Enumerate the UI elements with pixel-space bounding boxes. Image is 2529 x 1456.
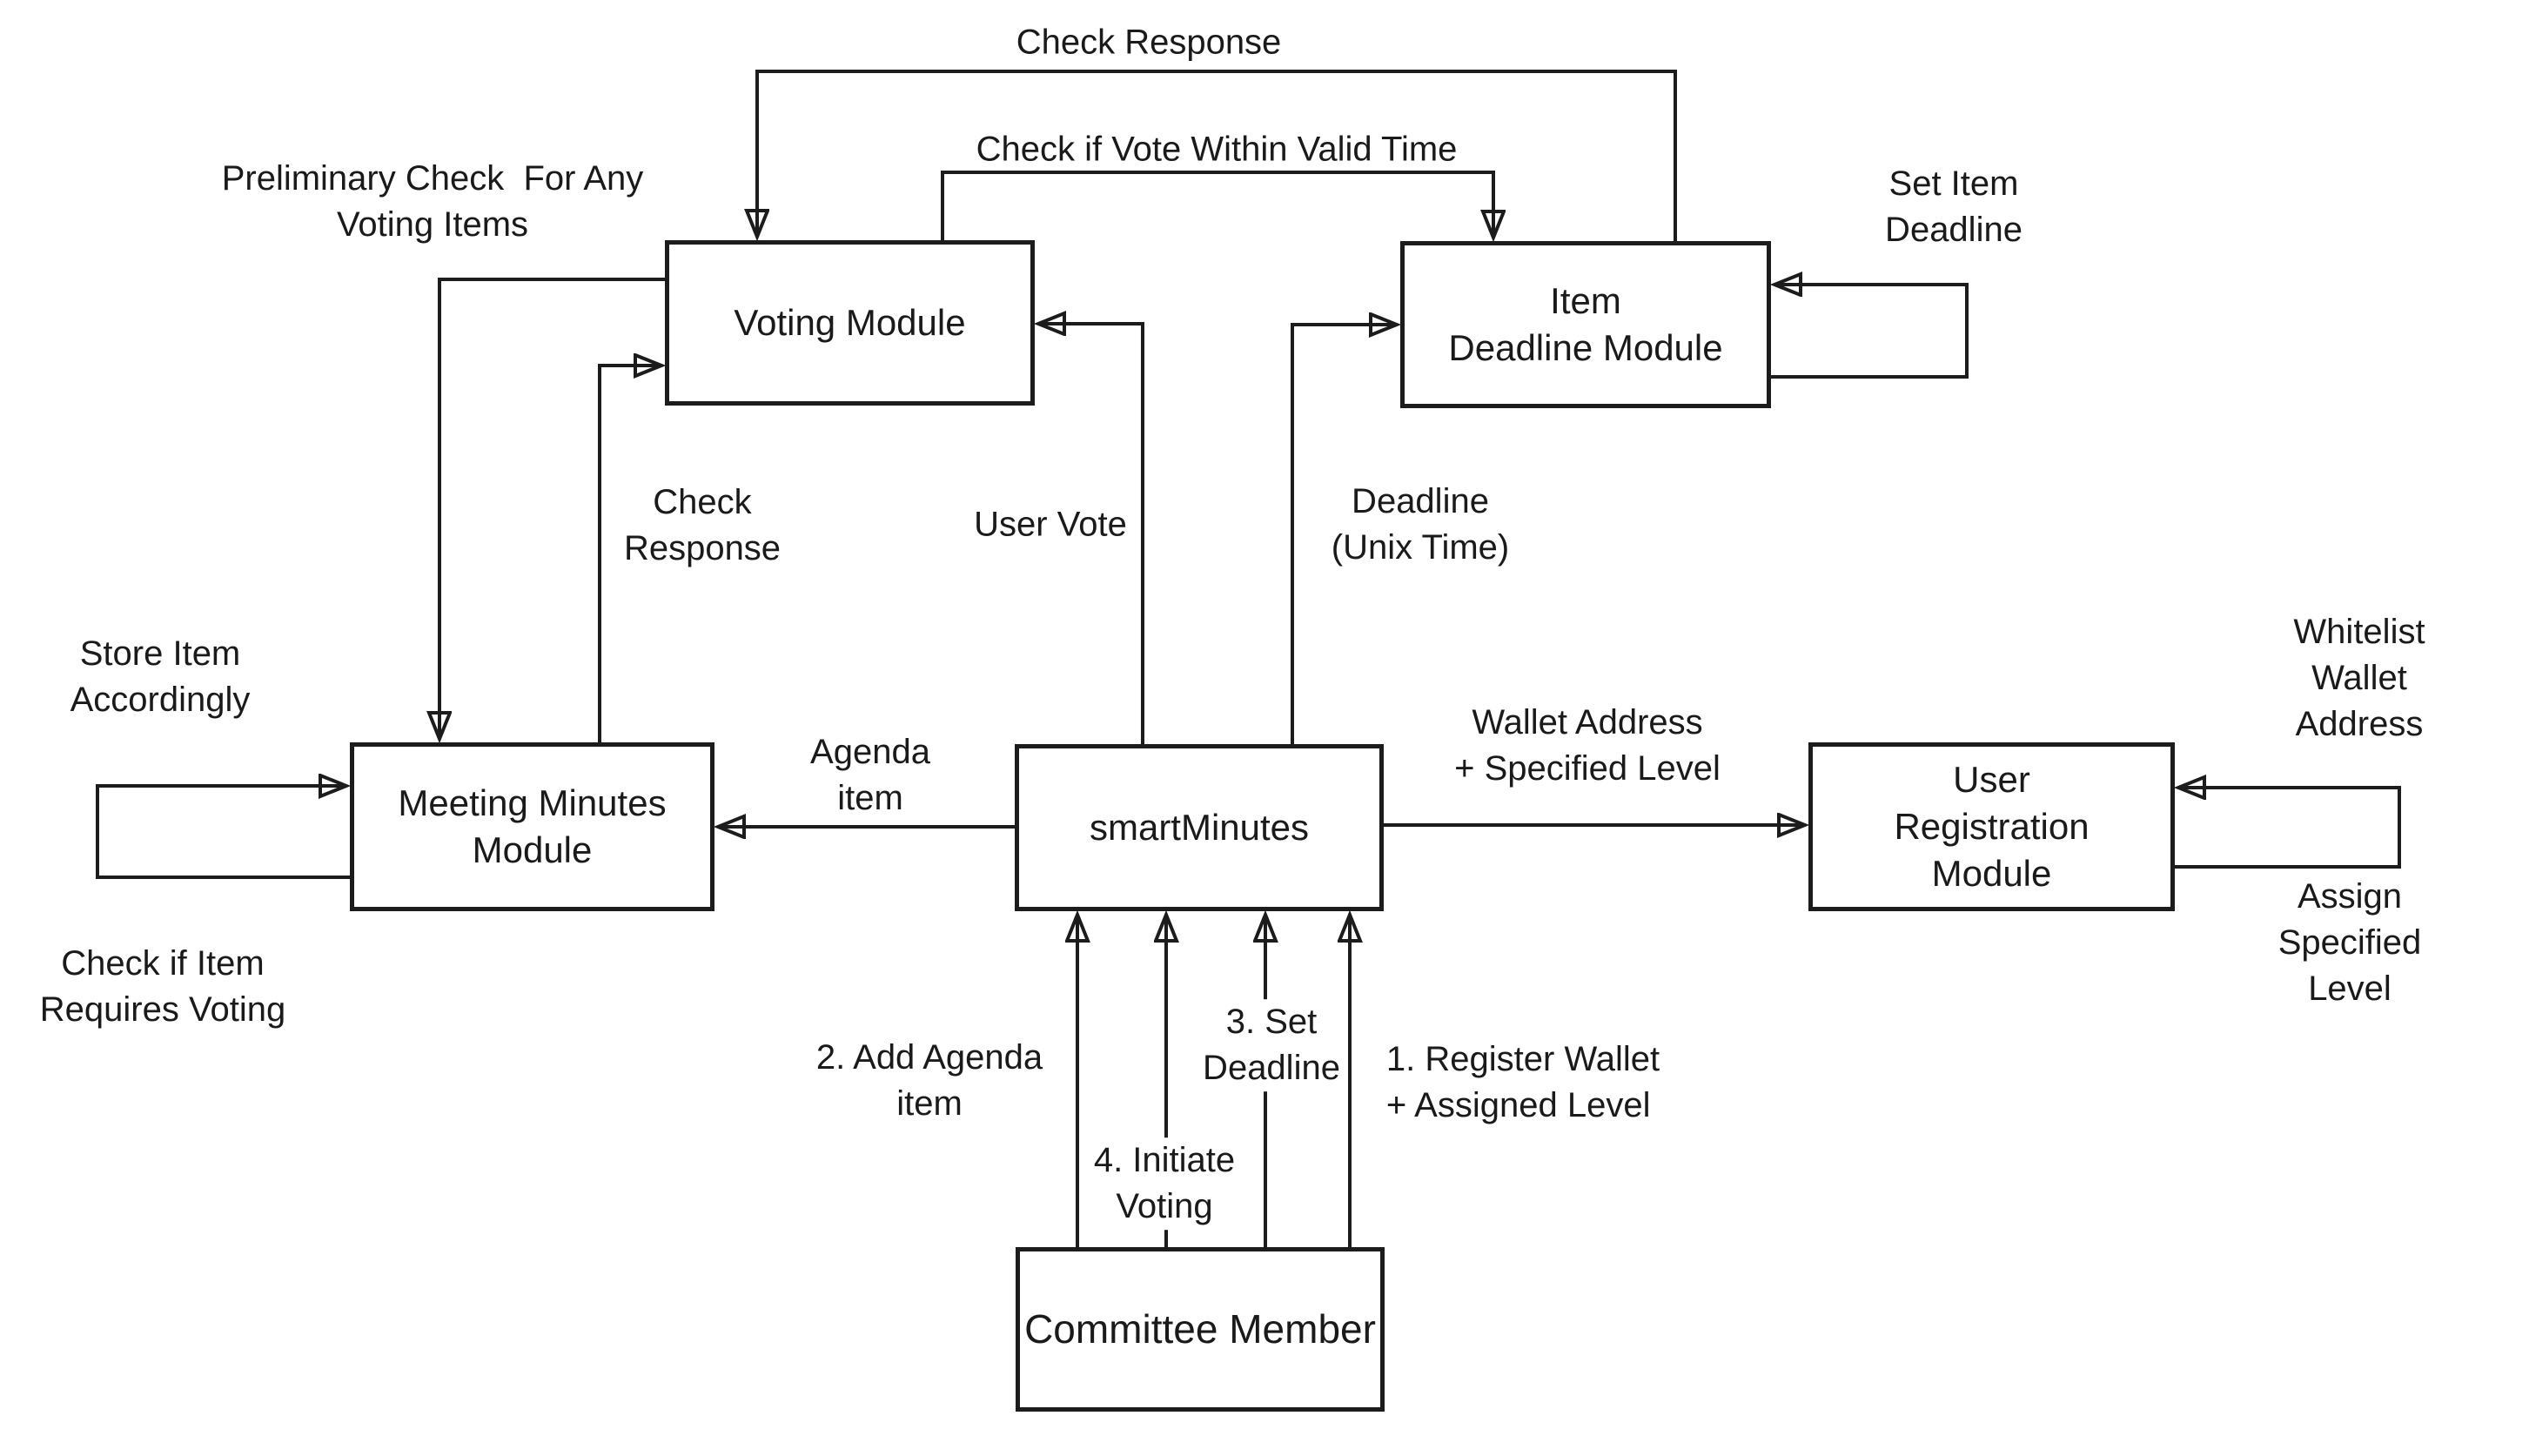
edge-check-response-mid (598, 366, 661, 742)
label-check-response-mid: Check Response (623, 483, 782, 567)
label-check-if-item-requires-voting: Check if Item Requires Voting (39, 944, 286, 1029)
node-item-deadline-module: Item Deadline Module (1400, 241, 1771, 408)
label-add-agenda-item: 2. Add Agenda item (815, 1038, 1043, 1123)
edge-user-vote (1038, 324, 1144, 744)
label-store-item-accordingly: Store Item Accordingly (70, 634, 251, 719)
edge-whitelist-loop (2175, 788, 2401, 869)
edge-check-if-vote-within-valid-time (941, 171, 1493, 240)
label-wallet-address-specified-level: Wallet Address + Specified Level (1454, 703, 1721, 788)
edge-set-item-deadline-loop (1771, 285, 1969, 379)
label-check-response-top: Check Response (1016, 23, 1282, 62)
node-user-registration-module: User Registration Module (1808, 742, 2175, 911)
label-assign-specified-level: Assign Specified Level (2277, 876, 2422, 1008)
node-meeting-minutes-module: Meeting Minutes Module (350, 742, 714, 911)
label-preliminary-check: Preliminary Check For Any Voting Items (221, 159, 644, 244)
label-whitelist-wallet-address: Whitelist Wallet Address (2293, 612, 2425, 743)
label-set-deadline: 3. Set Deadline (1197, 999, 1345, 1091)
label-initiate-voting: 4. Initiate Voting (1088, 1137, 1241, 1230)
edge-store-item-loop (96, 786, 350, 879)
label-check-if-vote-within-valid-time: Check if Vote Within Valid Time (976, 130, 1458, 169)
node-voting-module: Voting Module (665, 240, 1035, 406)
label-set-item-deadline: Set Item Deadline (1885, 164, 2023, 249)
node-smartminutes: smartMinutes (1015, 744, 1384, 911)
node-committee-member: Committee Member (1016, 1247, 1385, 1412)
label-deadline-unix-time: Deadline (Unix Time) (1331, 482, 1510, 567)
label-agenda-item: Agenda item (810, 733, 930, 817)
edge-deadline-unix-time (1291, 325, 1397, 744)
edge-check-response-top (757, 70, 1677, 241)
label-register-wallet-assigned-level: 1. Register Wallet + Assigned Level (1385, 1040, 1660, 1124)
label-user-vote: User Vote (974, 505, 1127, 544)
edge-preliminary-check (439, 278, 665, 739)
